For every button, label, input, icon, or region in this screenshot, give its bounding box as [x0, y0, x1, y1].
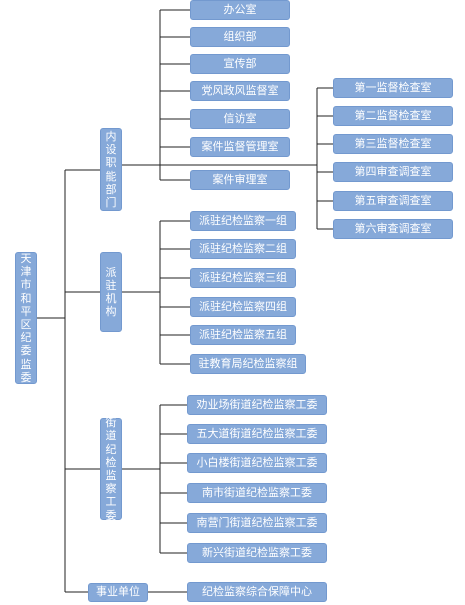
- paizhu-item: 驻教育局纪检监察组: [190, 354, 306, 374]
- supervision-item: 第五审查调查室: [333, 191, 453, 211]
- paizhu-item: 派驻纪检监察三组: [190, 268, 296, 288]
- node-jiedao: 街道纪检监察工委: [100, 416, 122, 522]
- paizhu-item: 派驻纪检监察四组: [190, 297, 296, 317]
- jiedao-item: 南营门街道纪检监察工委: [187, 513, 327, 533]
- supervision-item: 第四审查调查室: [333, 162, 453, 182]
- supervision-item: 第一监督检查室: [333, 78, 453, 98]
- neishe-item: 宣传部: [190, 54, 290, 74]
- paizhu-item: 派驻纪检监察二组: [190, 239, 296, 259]
- shiye-item: 纪检监察综合保障中心: [187, 582, 327, 602]
- neishe-item: 组织部: [190, 27, 290, 47]
- node-paizhu: 派驻机构: [100, 252, 122, 332]
- jiedao-item: 小白楼街道纪检监察工委: [187, 453, 327, 473]
- node-neishe: 内设职能部门: [100, 128, 122, 211]
- jiedao-item: 南市街道纪检监察工委: [187, 483, 327, 503]
- paizhu-item: 派驻纪检监察一组: [190, 211, 296, 231]
- neishe-item: 案件监督管理室: [190, 137, 290, 157]
- neishe-item: 党风政风监督室: [190, 81, 290, 101]
- supervision-item: 第三监督检查室: [333, 134, 453, 154]
- jiedao-item: 五大道街道纪检监察工委: [187, 424, 327, 444]
- jiedao-item: 新兴街道纪检监察工委: [187, 543, 327, 563]
- neishe-item: 案件审理室: [190, 170, 290, 190]
- supervision-item: 第二监督检查室: [333, 106, 453, 126]
- neishe-item: 办公室: [190, 0, 290, 20]
- paizhu-item: 派驻纪检监察五组: [190, 325, 296, 345]
- root-node: 天津市和平区纪委监委: [15, 252, 37, 384]
- supervision-item: 第六审查调查室: [333, 219, 453, 239]
- neishe-item: 信访室: [190, 109, 290, 129]
- jiedao-item: 劝业场街道纪检监察工委: [187, 395, 327, 415]
- node-shiye: 事业单位: [88, 583, 148, 602]
